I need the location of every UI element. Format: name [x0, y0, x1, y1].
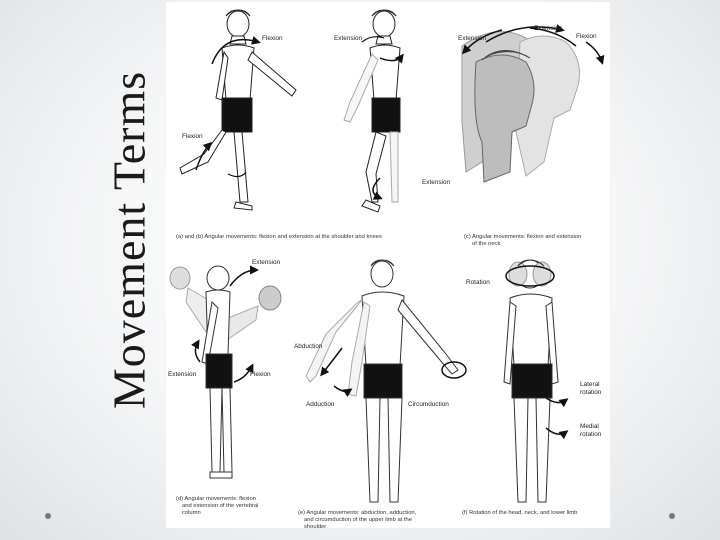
label-e-adduction: Adduction: [306, 401, 335, 408]
title-container: Movement Terms: [96, 20, 162, 460]
label-f-lateral2: rotation: [580, 389, 602, 396]
caption-e-line1: (e) Angular movements: abduction, adduct…: [298, 510, 417, 516]
label-b-extension: Extension: [334, 35, 363, 42]
label-b-extension-leg: Extension: [422, 179, 451, 186]
caption-d-line3: column: [182, 510, 201, 516]
label-c-extension2: Extension: [534, 25, 563, 32]
caption-c-line1: (c) Angular movements: flexion and exten…: [464, 234, 581, 240]
caption-e-line3: shoulder: [304, 524, 326, 528]
movement-figure: Flexion Flexion Extension Extension Exte…: [166, 2, 610, 528]
caption-c-line2: of the neck: [472, 241, 500, 247]
caption-d-line2: and extension of the vertebral: [182, 503, 258, 509]
label-f-lateral: Lateral: [580, 381, 600, 388]
label-f-medial2: rotation: [580, 431, 602, 438]
slide-title: Movement Terms: [103, 70, 155, 410]
figure-a-body: [179, 9, 297, 211]
label-a-flexion: Flexion: [262, 35, 283, 42]
caption-d-line1: (d) Angular movements: flexion: [176, 496, 256, 502]
figure-d-body: [169, 265, 282, 479]
label-d-extension: Extension: [168, 371, 197, 378]
figure-e-body: [305, 259, 459, 503]
figure-b-body: [343, 9, 401, 213]
label-e-abduction: Abduction: [294, 343, 323, 350]
label-a-flexion-leg: Flexion: [182, 133, 203, 140]
label-c-extension: Extension: [458, 35, 487, 42]
label-d-flexion: Flexion: [250, 371, 271, 378]
caption-e-line2: and circumduction of the upper limb at t…: [304, 517, 412, 523]
caption-ab: (a) and (b) Angular movements: flexion a…: [176, 234, 382, 240]
label-f-rotation: Rotation: [466, 279, 490, 286]
figure-c-head: [461, 31, 580, 183]
figure-f-body: [503, 259, 559, 503]
label-f-medial: Medial: [580, 423, 599, 430]
label-c-flexion: Flexion: [576, 33, 597, 40]
caption-f: (f) Rotation of the head, neck, and lowe…: [462, 510, 577, 516]
slide-dot-left: [45, 513, 51, 519]
figure-illustration: Flexion Flexion Extension Extension Exte…: [168, 9, 605, 528]
slide-dot-right: [669, 513, 675, 519]
label-d-extension-top: Extension: [252, 259, 281, 266]
label-e-circumduction: Circumduction: [408, 401, 449, 408]
